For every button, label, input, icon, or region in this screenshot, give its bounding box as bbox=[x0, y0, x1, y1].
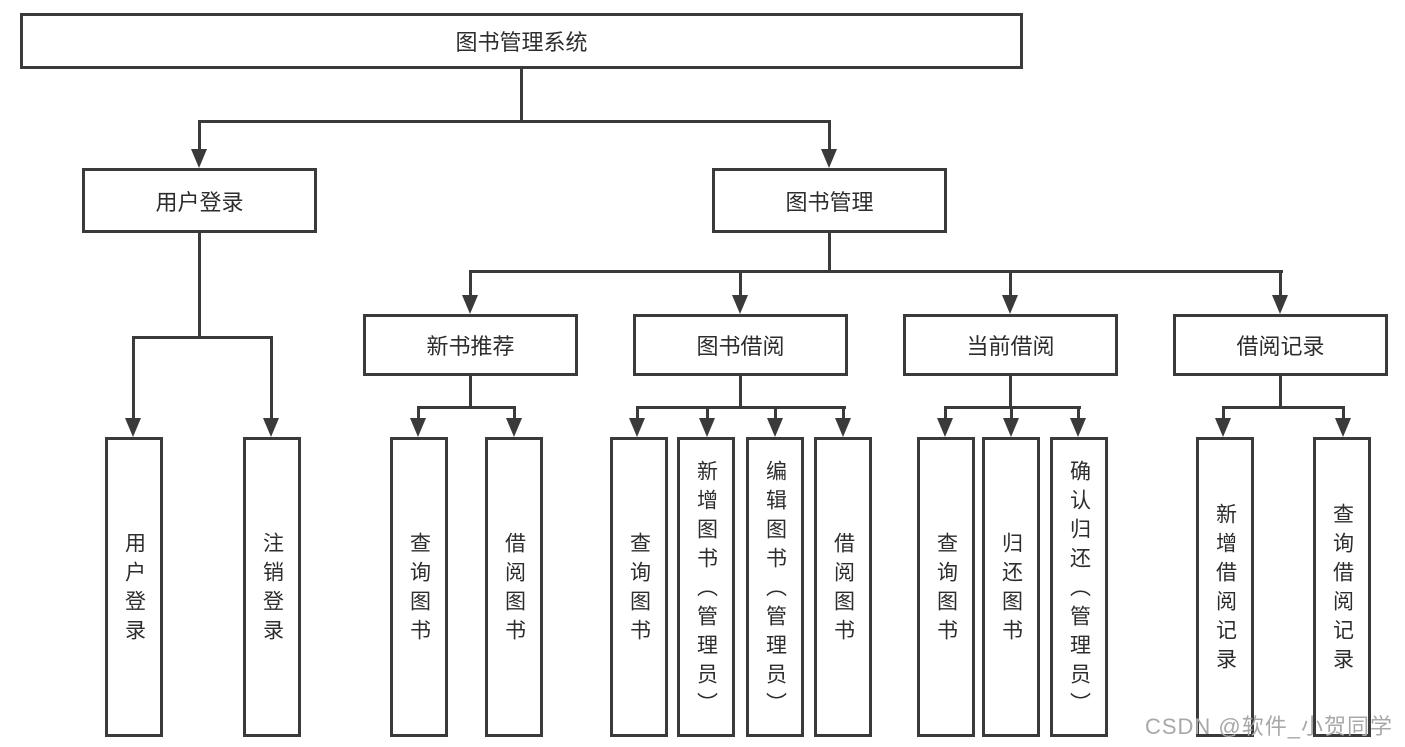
connector-leg bbox=[1342, 406, 1345, 420]
connector-leg bbox=[842, 406, 845, 420]
connector-root-bar bbox=[198, 120, 831, 123]
connector-leg-new-book bbox=[469, 270, 472, 298]
leaf-query-borrow-record: 查询借阅记录 bbox=[1313, 437, 1371, 737]
leaf-borrow-books-borrowing: 借阅图书 bbox=[814, 437, 872, 737]
connector-leg bbox=[1222, 406, 1225, 420]
connector-leg-user-login bbox=[198, 120, 201, 152]
arrowhead-icon bbox=[1003, 418, 1019, 437]
connector-leg bbox=[944, 406, 947, 420]
connector-leg-leaf-logout bbox=[270, 336, 273, 420]
connector-leg-leaf-login bbox=[132, 336, 135, 420]
connector-leg-book-borrow bbox=[739, 270, 742, 298]
node-new-book-recommend: 新书推荐 bbox=[363, 314, 578, 376]
connector-user-login-bar bbox=[132, 336, 273, 339]
connector-user-login-stem bbox=[198, 233, 201, 336]
connector-new-book-stem bbox=[469, 376, 472, 408]
arrowhead-icon bbox=[1070, 418, 1086, 437]
leaf-confirm-return-admin: 确认归还（管理员） bbox=[1050, 437, 1108, 737]
connector-leg bbox=[706, 406, 709, 420]
leaf-query-books-current: 查询图书 bbox=[917, 437, 975, 737]
connector-leg bbox=[1010, 406, 1013, 420]
connector-leg bbox=[1077, 406, 1080, 420]
arrowhead-new-book-icon bbox=[462, 295, 478, 314]
leaf-add-books-admin: 新增图书（管理员） bbox=[677, 437, 735, 737]
arrowhead-book-management-icon bbox=[821, 149, 837, 168]
leaf-add-borrow-record: 新增借阅记录 bbox=[1196, 437, 1254, 737]
arrowhead-book-borrow-icon bbox=[732, 295, 748, 314]
connector-leg-borrow-record bbox=[1279, 270, 1282, 298]
arrowhead-leaf-logout-icon bbox=[263, 418, 279, 437]
connector-leg-book-management bbox=[828, 120, 831, 152]
connector-borrow-record-stem bbox=[1279, 376, 1282, 408]
arrowhead-icon bbox=[1335, 418, 1351, 437]
node-borrowing-records: 借阅记录 bbox=[1173, 314, 1388, 376]
leaf-borrow-books-recommend: 借阅图书 bbox=[485, 437, 543, 737]
connector-book-management-bar bbox=[469, 270, 1283, 273]
connector-current-borrow-stem bbox=[1009, 376, 1012, 408]
node-library-management-system: 图书管理系统 bbox=[20, 13, 1023, 69]
watermark: CSDN @软件_小贺同学 bbox=[1144, 714, 1393, 739]
node-current-borrowing: 当前借阅 bbox=[903, 314, 1118, 376]
leaf-return-books: 归还图书 bbox=[982, 437, 1040, 737]
arrowhead-icon bbox=[835, 418, 851, 437]
connector-leg-current-borrow bbox=[1009, 270, 1012, 298]
connector-leg bbox=[774, 406, 777, 420]
leaf-edit-books-admin: 编辑图书（管理员） bbox=[746, 437, 804, 737]
connector-borrow-record-bar bbox=[1222, 406, 1345, 409]
arrowhead-icon bbox=[506, 418, 522, 437]
arrowhead-icon bbox=[1215, 418, 1231, 437]
connector-root-stem bbox=[520, 69, 523, 120]
connector-new-book-bar bbox=[417, 406, 516, 409]
leaf-query-books-borrowing: 查询图书 bbox=[610, 437, 668, 737]
leaf-user-login: 用户登录 bbox=[105, 437, 163, 737]
arrowhead-icon bbox=[699, 418, 715, 437]
connector-book-borrow-stem bbox=[739, 376, 742, 408]
connector-book-borrow-bar bbox=[636, 406, 846, 409]
connector-leg bbox=[417, 406, 420, 420]
arrowhead-current-borrow-icon bbox=[1002, 295, 1018, 314]
node-book-management: 图书管理 bbox=[712, 168, 947, 233]
arrowhead-icon bbox=[410, 418, 426, 437]
node-book-borrowing: 图书借阅 bbox=[633, 314, 848, 376]
arrowhead-user-login-icon bbox=[191, 149, 207, 168]
arrowhead-icon bbox=[629, 418, 645, 437]
leaf-logout: 注销登录 bbox=[243, 437, 301, 737]
connector-book-management-stem bbox=[828, 233, 831, 272]
arrowhead-icon bbox=[767, 418, 783, 437]
node-user-login: 用户登录 bbox=[82, 168, 317, 233]
arrowhead-borrow-record-icon bbox=[1272, 295, 1288, 314]
connector-leg bbox=[513, 406, 516, 420]
leaf-query-books-recommend: 查询图书 bbox=[390, 437, 448, 737]
arrowhead-icon bbox=[937, 418, 953, 437]
connector-leg bbox=[636, 406, 639, 420]
arrowhead-leaf-login-icon bbox=[125, 418, 141, 437]
